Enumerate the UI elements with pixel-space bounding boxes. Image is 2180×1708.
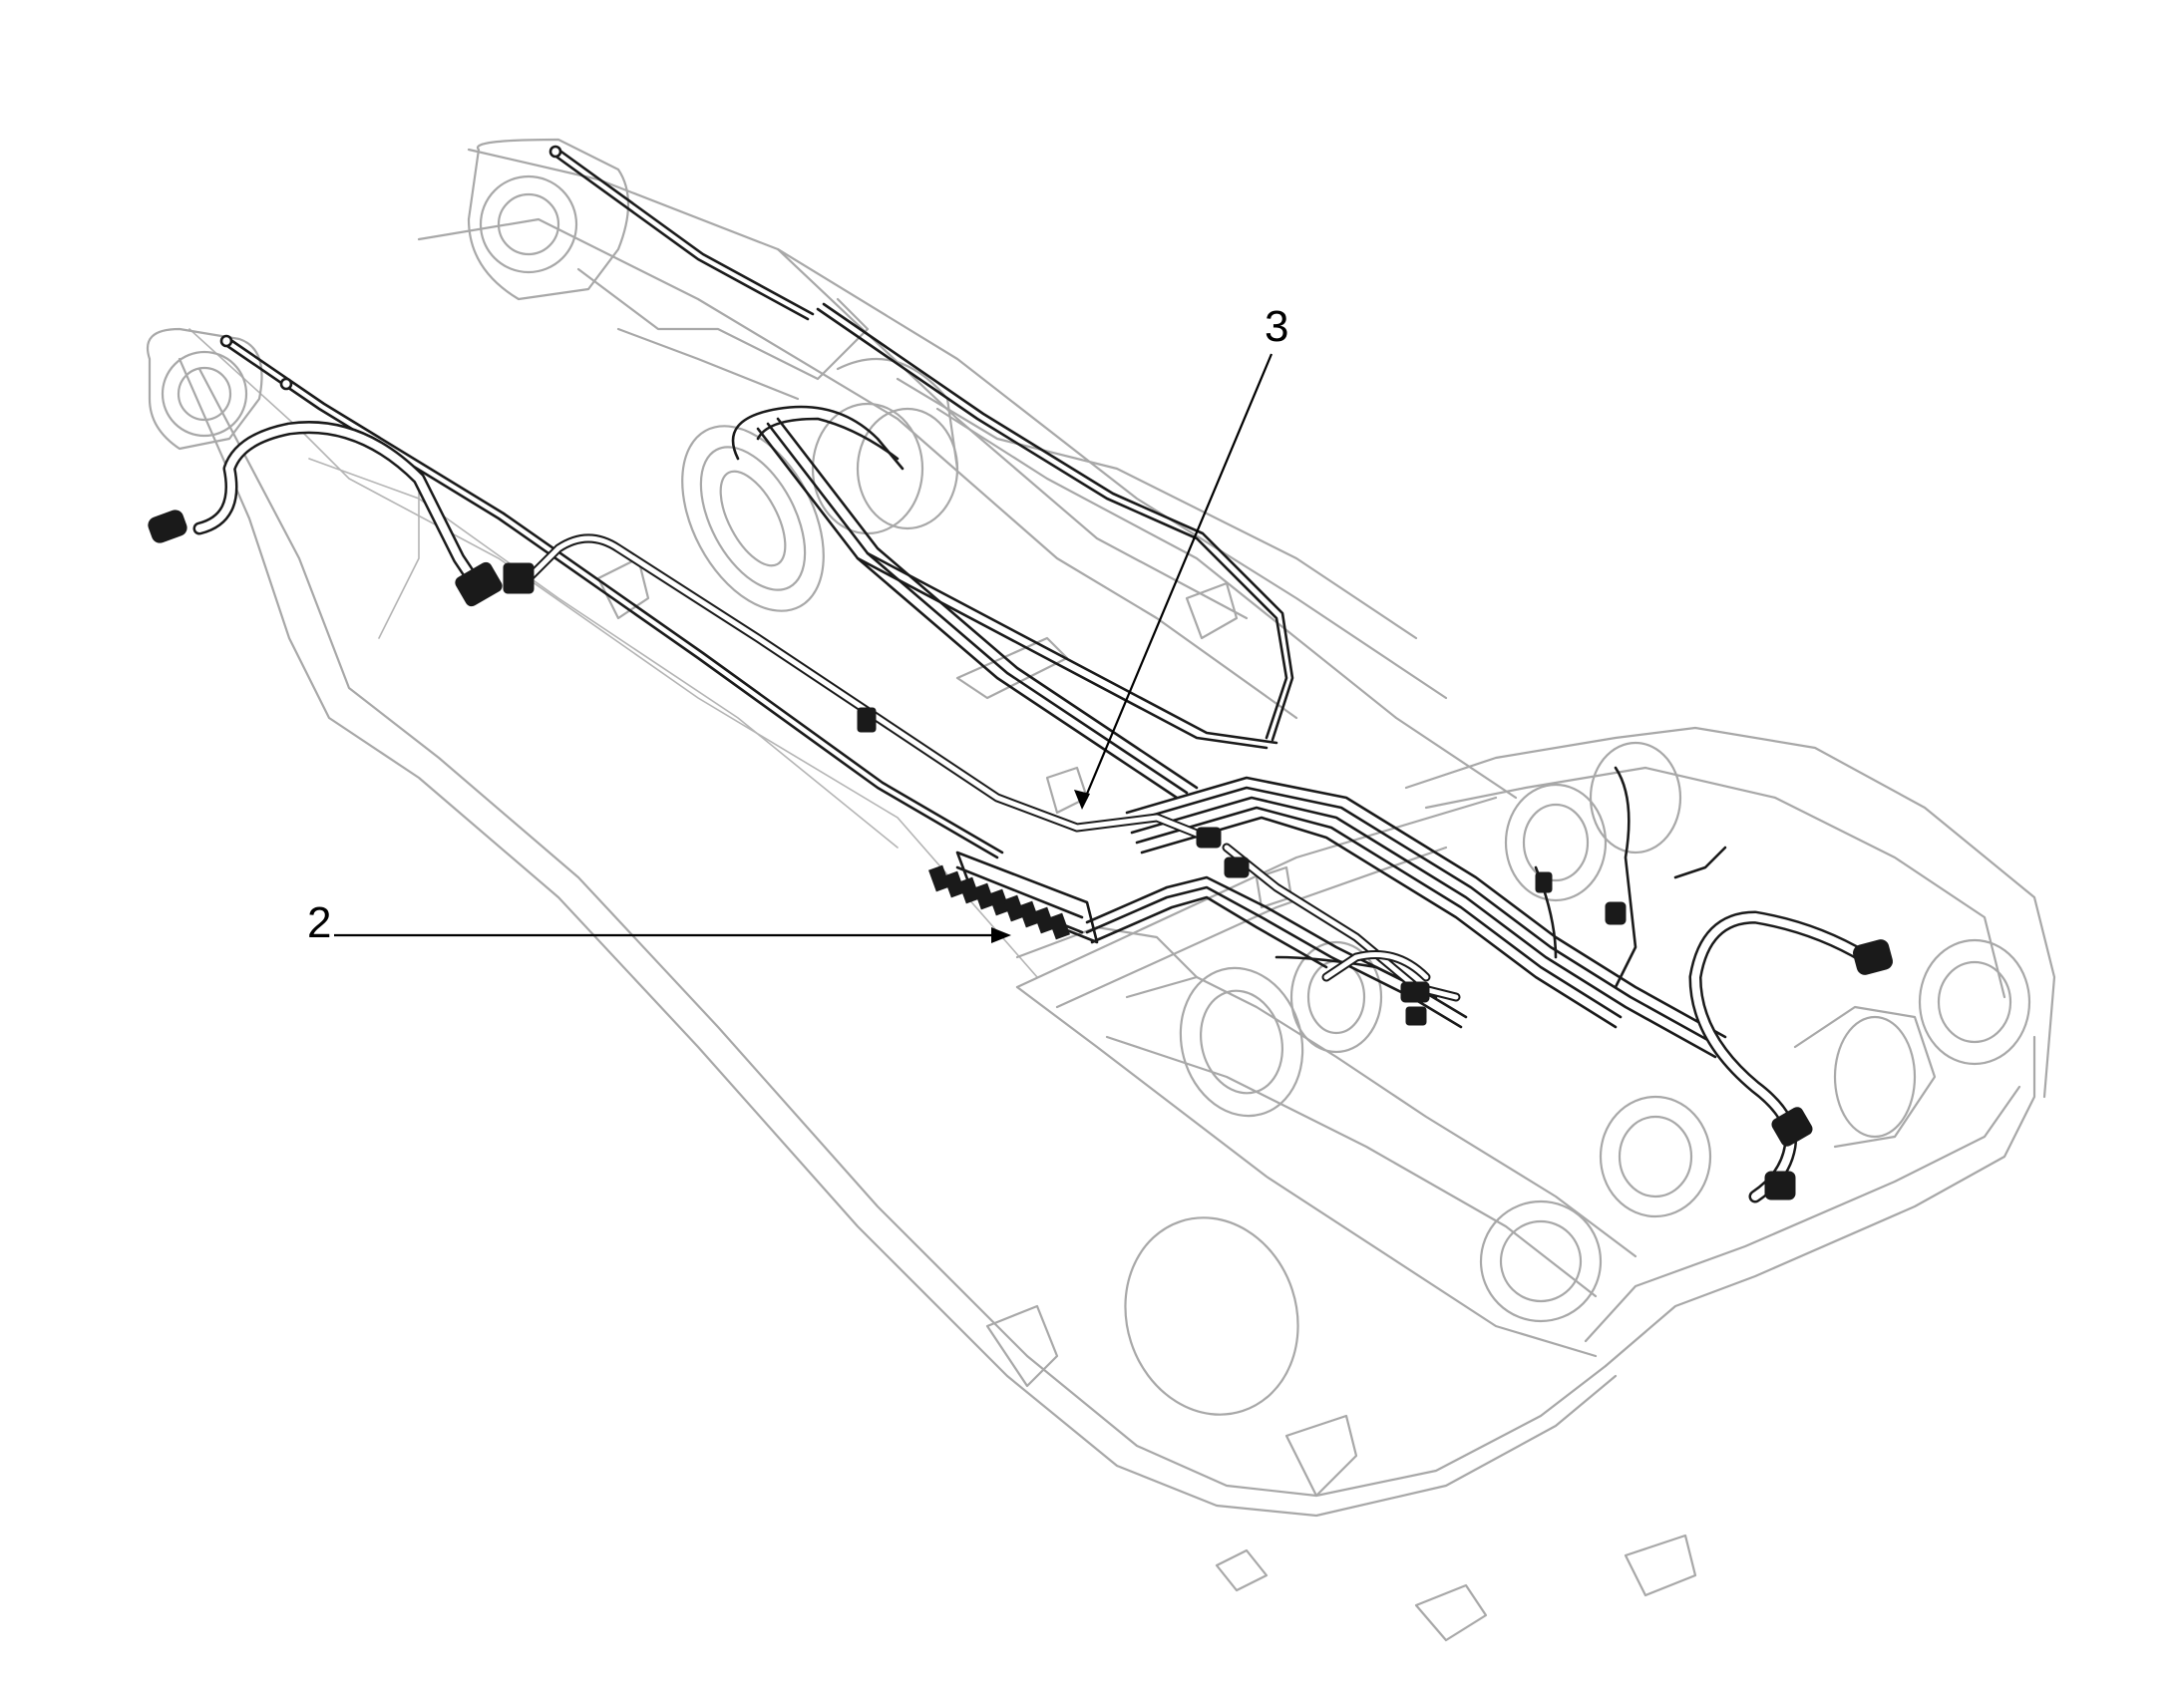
fittings [148,510,1893,1200]
leader-line-3 [1080,353,1273,807]
callout-label-3: 3 [1265,302,1288,351]
hydraulic-lines [219,145,1727,1059]
callout-label-2: 2 [307,898,331,947]
boom-structure [147,138,2056,1642]
manifold-block [928,851,1099,944]
leader-arrow-3 [1074,790,1090,810]
leader-arrow-2 [991,927,1011,943]
callout-2: 2 [307,898,1011,947]
large-hoses [192,421,1872,1203]
callout-3: 3 [1074,302,1288,810]
